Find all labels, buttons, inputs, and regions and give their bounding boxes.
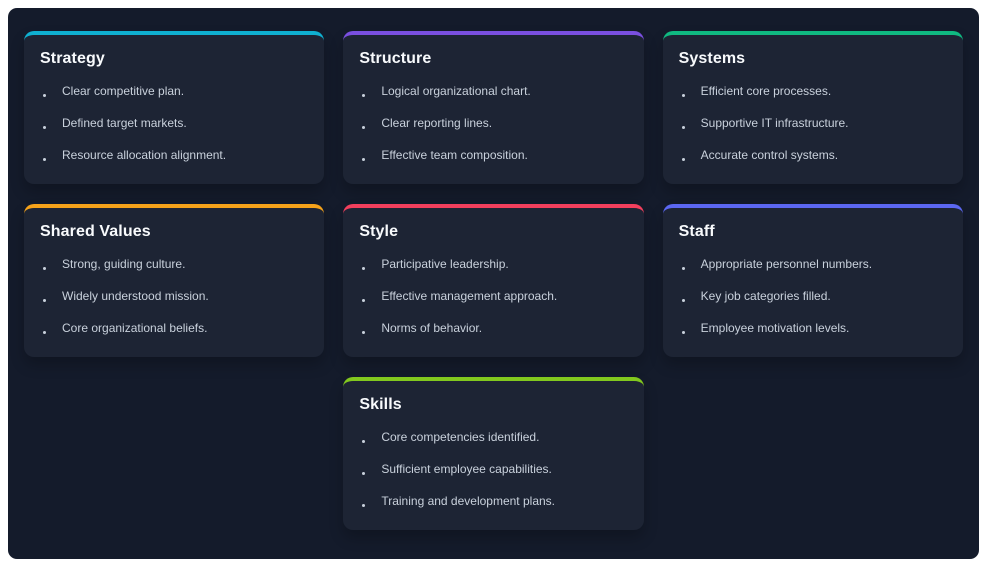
card-item: Core competencies identified. xyxy=(359,431,627,444)
card-item: Clear competitive plan. xyxy=(40,85,308,98)
card-item: Training and development plans. xyxy=(359,495,627,508)
card-item: Accurate control systems. xyxy=(679,149,947,162)
card-title: Skills xyxy=(359,396,402,413)
card-skills: Skills Core competencies identified. Suf… xyxy=(343,377,644,530)
card-item-list: Strong, guiding culture. Widely understo… xyxy=(40,258,308,335)
card-item: Clear reporting lines. xyxy=(359,117,627,130)
card-item-text: Employee motivation levels. xyxy=(700,321,850,335)
card-item: Defined target markets. xyxy=(40,117,308,130)
card-item-text: Defined target markets. xyxy=(62,116,187,130)
card-item-text: Key job categories filled. xyxy=(700,289,831,303)
bullet-dot-icon xyxy=(362,126,366,129)
bullet-dot-icon xyxy=(681,94,685,97)
card-title: Structure xyxy=(359,50,432,67)
card-item-text: Sufficient employee capabilities. xyxy=(381,462,552,476)
card-item-list: Efficient core processes. Supportive IT … xyxy=(679,85,947,162)
bullet-dot-icon xyxy=(43,94,46,97)
card-item-text: Participative leadership. xyxy=(381,257,509,271)
bullet-dot-icon xyxy=(681,299,685,302)
card-item-text: Clear reporting lines. xyxy=(381,116,493,130)
card-item: Efficient core processes. xyxy=(679,85,947,98)
card-item: Resource allocation alignment. xyxy=(40,149,308,162)
card-item-list: Appropriate personnel numbers. Key job c… xyxy=(679,258,947,335)
bullet-dot-icon xyxy=(681,267,685,270)
card-item-text: Accurate control systems. xyxy=(700,148,839,162)
bullet-dot-icon xyxy=(362,504,366,507)
bullet-dot-icon xyxy=(43,299,46,302)
bullet-dot-icon xyxy=(43,331,46,334)
card-systems: Systems Efficient core processes. Suppor… xyxy=(662,31,963,184)
card-item-text: Norms of behavior. xyxy=(381,321,483,335)
card-item: Supportive IT infrastructure. xyxy=(679,117,947,130)
card-item: Logical organizational chart. xyxy=(359,85,627,98)
card-item-text: Appropriate personnel numbers. xyxy=(700,257,873,271)
card-item: Key job categories filled. xyxy=(679,290,947,303)
bullet-dot-icon xyxy=(681,158,685,161)
bullet-dot-icon xyxy=(681,331,685,334)
bullet-dot-icon xyxy=(362,299,366,302)
card-item: Core organizational beliefs. xyxy=(40,322,308,335)
card-item-text: Core competencies identified. xyxy=(381,430,540,444)
bullet-dot-icon xyxy=(362,94,366,97)
bullet-dot-icon xyxy=(362,267,366,270)
card-strategy: Strategy Clear competitive plan. Defined… xyxy=(24,31,325,184)
card-title: Shared Values xyxy=(40,223,151,240)
card-item-text: Core organizational beliefs. xyxy=(62,321,208,335)
card-item: Appropriate personnel numbers. xyxy=(679,258,947,271)
card-title: Style xyxy=(359,223,399,240)
bullet-dot-icon xyxy=(43,267,46,270)
card-item-text: Effective management approach. xyxy=(381,289,558,303)
card-item: Effective team composition. xyxy=(359,149,627,162)
bullet-dot-icon xyxy=(43,158,46,161)
bullet-dot-icon xyxy=(362,331,366,334)
card-item: Effective management approach. xyxy=(359,290,627,303)
card-item-text: Efficient core processes. xyxy=(700,84,832,98)
card-item: Norms of behavior. xyxy=(359,322,627,335)
card-item-text: Logical organizational chart. xyxy=(381,84,531,98)
card-item-text: Effective team composition. xyxy=(381,148,528,162)
card-item: Sufficient employee capabilities. xyxy=(359,463,627,476)
card-item-text: Strong, guiding culture. xyxy=(62,257,186,271)
card-item: Employee motivation levels. xyxy=(679,322,947,335)
card-title: Staff xyxy=(678,223,715,240)
card-item-list: Clear competitive plan. Defined target m… xyxy=(40,85,308,162)
card-title: Systems xyxy=(678,50,746,67)
card-item-text: Training and development plans. xyxy=(381,494,555,508)
bullet-dot-icon xyxy=(362,158,366,161)
bullet-dot-icon xyxy=(43,126,46,129)
card-item: Widely understood mission. xyxy=(40,290,308,303)
card-item: Participative leadership. xyxy=(359,258,627,271)
seven-s-board: Strategy Clear competitive plan. Defined… xyxy=(8,8,979,559)
card-shared-values: Shared Values Strong, guiding culture. W… xyxy=(24,204,325,357)
card-item-text: Supportive IT infrastructure. xyxy=(700,116,849,130)
card-item-list: Participative leadership. Effective mana… xyxy=(359,258,627,335)
card-item-text: Clear competitive plan. xyxy=(62,84,185,98)
card-title: Strategy xyxy=(40,50,105,67)
card-item-list: Core competencies identified. Sufficient… xyxy=(359,431,627,508)
bullet-dot-icon xyxy=(362,472,366,475)
card-style: Style Participative leadership. Effectiv… xyxy=(343,204,644,357)
card-item-text: Widely understood mission. xyxy=(62,289,209,303)
bullet-dot-icon xyxy=(681,126,685,129)
bullet-dot-icon xyxy=(362,440,366,443)
card-item-list: Logical organizational chart. Clear repo… xyxy=(359,85,627,162)
card-staff: Staff Appropriate personnel numbers. Key… xyxy=(662,204,963,357)
card-item: Strong, guiding culture. xyxy=(40,258,308,271)
card-item-text: Resource allocation alignment. xyxy=(62,148,227,162)
card-structure: Structure Logical organizational chart. … xyxy=(343,31,644,184)
